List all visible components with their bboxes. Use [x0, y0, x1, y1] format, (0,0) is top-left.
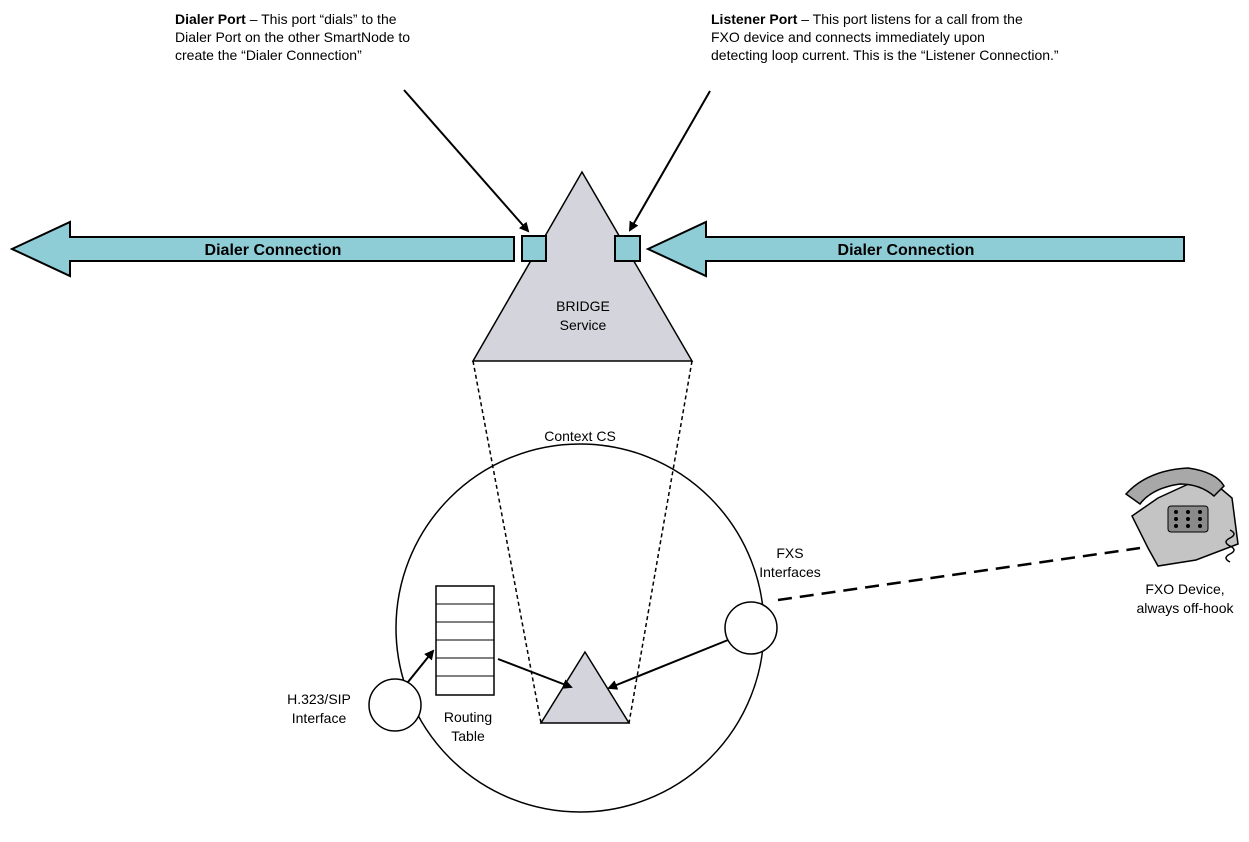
telephone-icon [1126, 468, 1238, 566]
fxs-interface-circle [725, 602, 777, 654]
dialer-port-line-3: create the “Dialer Connection” [175, 47, 362, 63]
fxs-label-line-2: Interfaces [759, 564, 820, 580]
routing-table-label-line-2: Table [451, 728, 485, 744]
listener-port-box [615, 236, 640, 261]
h323-sip-label-line-1: H.323/SIP [287, 691, 351, 707]
bridge-label-line-1: BRIDGE [556, 298, 610, 314]
fxo-device-label-line-2: always off-hook [1136, 600, 1234, 616]
routing-to-bridge-arrow [498, 659, 571, 687]
h323-sip-interface-circle [369, 679, 421, 731]
dialer-port-note: Dialer Port – This port “dials” to the [175, 11, 397, 27]
listener-port-callout [630, 91, 710, 230]
fxs-to-phone-line [778, 548, 1140, 600]
bridge-label-line-2: Service [560, 317, 607, 333]
dialer-port-callout [404, 90, 528, 231]
h323-sip-label-line-2: Interface [292, 710, 347, 726]
right-connection-label: Dialer Connection [838, 242, 975, 259]
dialer-port-title: Dialer Port [175, 11, 246, 27]
projection-right-line [629, 361, 692, 723]
fxs-to-bridge-arrow [609, 640, 728, 688]
dialer-port-box [522, 236, 546, 261]
context-cs-label: Context CS [544, 428, 616, 444]
dialer-port-line-2: Dialer Port on the other SmartNode to [175, 29, 410, 45]
routing-table [436, 586, 494, 695]
routing-table-label-line-1: Routing [444, 709, 492, 725]
fxo-device-label-line-1: FXO Device, [1145, 581, 1224, 597]
fxs-label-line-1: FXS [776, 545, 803, 561]
listener-port-line-3: detecting loop current. This is the “Lis… [711, 47, 1059, 63]
inner-bridge-triangle [541, 652, 629, 723]
left-connection-label: Dialer Connection [205, 242, 342, 259]
listener-port-title: Listener Port [711, 11, 798, 27]
listener-port-note: Listener Port – This port listens for a … [711, 11, 1023, 27]
h323-to-routing-arrow [408, 651, 433, 682]
dialer-port-line-1: – This port “dials” to the [246, 11, 397, 27]
listener-port-line-1: – This port listens for a call from the [797, 11, 1023, 27]
listener-port-line-2: FXO device and connects immediately upon [711, 29, 985, 45]
